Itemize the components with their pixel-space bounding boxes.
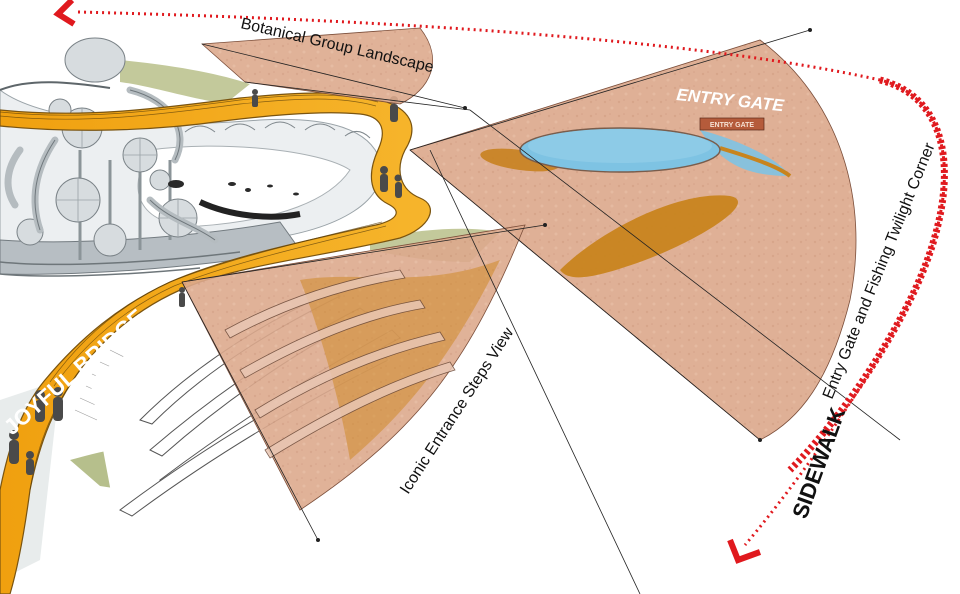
lawn-top [120, 60, 250, 104]
person-icon [252, 89, 258, 107]
arrowhead-down-left-icon [727, 538, 762, 564]
person-icon [380, 166, 388, 192]
view-cone-entry-gate: ENTRY GATE [409, 39, 857, 441]
gate-sign [699, 117, 765, 131]
bridge-arches [184, 121, 371, 139]
person-icon [179, 287, 185, 307]
sidewalk-route [53, 0, 948, 564]
person-icon [9, 430, 19, 464]
playground-structure [0, 37, 382, 277]
person-icon [35, 390, 45, 422]
gate-sign-text: ENTRY GATE [710, 122, 755, 129]
person-icon [394, 174, 402, 198]
sight-lines [181, 29, 901, 594]
view-cone-iconic-steps [181, 224, 526, 511]
arrowhead-left-icon [53, 0, 76, 27]
people-silhouettes [9, 89, 402, 475]
person-icon [53, 387, 63, 421]
sight-line-endpoints [316, 28, 812, 542]
shadow-ellipse [560, 195, 738, 278]
plaza-marks [168, 180, 299, 196]
person-icon [26, 451, 34, 475]
view-cone-botanical [201, 27, 434, 105]
